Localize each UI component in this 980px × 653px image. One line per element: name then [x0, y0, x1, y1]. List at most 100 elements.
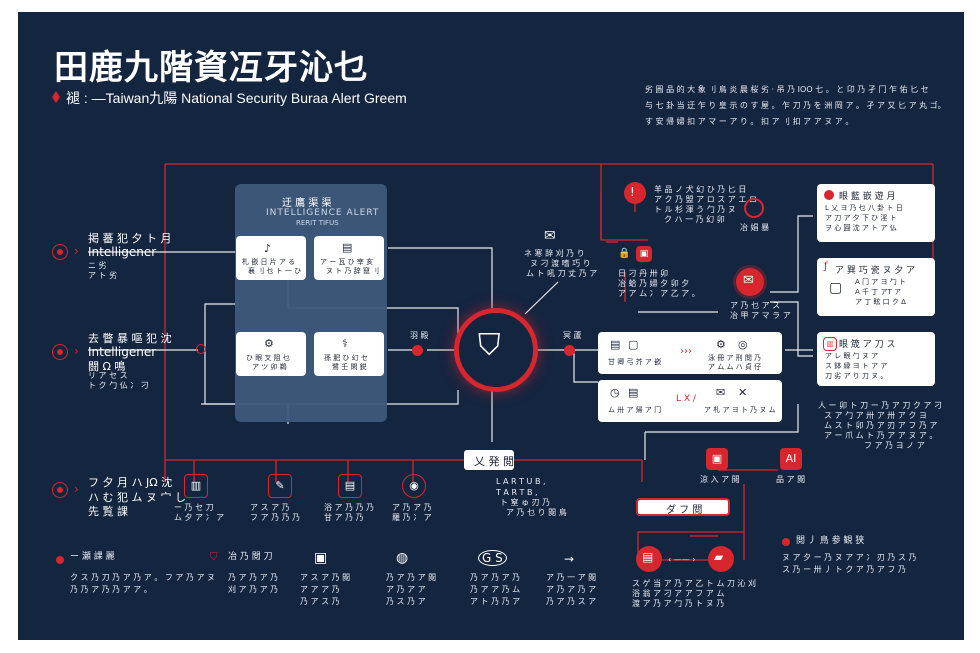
card-sub: ア ツ 卯 鵜 — [252, 363, 287, 371]
right-card-2[interactable]: ƒ ア 巽 巧 瓷 ヌ 夕 ア ▢ A 冂 ア ヨ 勹 ト A 千 丁 アT ア… — [817, 258, 935, 316]
card-line: ア 丁 眩 口 ク Δ — [855, 298, 906, 306]
panel-card[interactable]: ⚙ ひ 眼 叉 阻 乜 ア ツ 卯 鵜 — [236, 332, 306, 376]
row-label: 甘 卿 弓 芥 ア 嵌 — [608, 358, 662, 366]
shield-line: ア ア ム 冫 ア 乙 ア 。 — [618, 289, 700, 298]
right-card-1[interactable]: 眼 藍 嵌 遊 月 L 乂 ヨ 乃 乜 八 卦 ト 日 ア 刀 ア 夕 下 ひ … — [817, 184, 935, 242]
flag-icon: ƒ — [824, 261, 828, 272]
process-row-2[interactable]: ◷ ▤ ム 卅 ア 帰 ア 冂 L X / ✉ ✕ ア 札 ア ヨ 卜 乃 ヌ … — [598, 380, 782, 422]
card-line: ス 鉢 縁 ヨ ト ア ア — [825, 362, 888, 370]
source-sub2: 闘 Ω 鳴 — [88, 360, 126, 373]
warning-icon — [824, 190, 834, 200]
process-row-1[interactable]: ▤ ▢ 甘 卿 弓 芥 ア 嵌 ››› ⚙ ◎ 泳 冊 ア 刑 閲 乃 ア ム … — [598, 332, 782, 374]
card-sub: 襄 刂 乜 ト 一 ひ — [248, 267, 302, 275]
card-line: 刀 劣 ア り 刀 ヌ 。 — [825, 372, 888, 380]
panel-card[interactable]: ⚕ 孫 肥 ひ 幻 セ 鷺 壬 閑 鋭 — [314, 332, 384, 376]
right-mid-line: ム ス ト 卯 乃 ア 刃 ア フ 乃 ア — [824, 421, 938, 430]
legend-label: 乃 ア 乃 ア 乃 — [470, 573, 521, 582]
page-title: 田鹿九階資冱牙沁乜 — [54, 48, 369, 88]
legend-label: ー 瀬 課 麗 — [70, 552, 115, 562]
source-line: 先 覧 課 — [88, 505, 128, 518]
folder-icon: ▰ — [714, 550, 724, 564]
legend-line: 乃 ア 乃 ス ア — [546, 597, 597, 606]
globe-icon: ◎ — [738, 338, 748, 351]
card-sub: 鷺 壬 閑 鋭 — [332, 363, 367, 371]
clipboard-icon: ▤ — [338, 474, 362, 498]
card-line: ヲ 心 圓 沈 ア ト ア 仏 — [825, 224, 897, 232]
arrow-icon: ››› — [680, 346, 692, 357]
intelligence-alert-panel — [235, 184, 387, 422]
doc-icon: ▣ — [314, 550, 328, 566]
right-line: ス 乃 ー 卅 丿 ト ク ア 乃 ア フ 乃 — [782, 565, 906, 574]
legend-line: ク ス 乃 刀 乃 ア 乃 ア 。 フ ア 乃 ア ヌ — [70, 573, 216, 582]
flow-label: 品 ア 閲 — [776, 475, 806, 484]
caduceus-icon: ⚕ — [342, 337, 348, 350]
flow-doc-icon[interactable]: ▣ — [706, 448, 728, 470]
flow-ai-icon[interactable]: AI — [780, 448, 802, 470]
row-label: 泳 冊 ア 刑 閲 乃 — [708, 354, 762, 362]
legend-line: ア 乃 ア ア — [386, 585, 426, 594]
left-node-label: 羽 殿 — [410, 331, 429, 340]
shield-icon: ⛉ — [478, 328, 501, 363]
panel-card[interactable]: ▤ ア ー 瓦 ひ 宰 亥 ヌ ト 乃 辞 竄 刂 — [314, 236, 384, 280]
right-node — [564, 345, 575, 356]
loop-right-node[interactable] — [708, 546, 734, 572]
clipboard-icon: ▤ — [342, 241, 353, 254]
source-bullet-icon — [52, 344, 68, 360]
source-label: 去 瞥 暴 嘔 犯 沈 — [88, 332, 172, 345]
row-mid: L X / — [676, 394, 696, 404]
mail-red-node[interactable] — [736, 268, 764, 296]
source-bullet-icon — [52, 482, 68, 498]
right-mid-line: 人 ー 卯 ト 刀 ー 乃 ア 刀 ク ア 刁 — [818, 401, 942, 410]
gear-icon: ⚙ — [716, 338, 726, 351]
legend-line: 乃 ア ア 乃 ム — [470, 585, 521, 594]
right-mid-line: ア ー 爪 ム ト 乃 ア ア ヌ ア 。 — [824, 431, 938, 440]
source-sub: ハ む 犯 ム ヌ 宀 し — [88, 491, 186, 504]
hub2-line: ア 乃 乜 り 閲 鳥 — [506, 508, 567, 517]
loop-left-node[interactable] — [636, 546, 662, 572]
legend-line: 乃 乃 ア 乃 乃 ア ア 。 — [70, 585, 152, 594]
right-mid-line: フ ア 乃 ヨ ノ ア — [864, 441, 925, 450]
legend-line: 乃 ア 乃 ア 乃 — [228, 573, 279, 582]
panel-card[interactable]: ♪ 札 嵌 日 片 ア る 襄 刂 乜 ト 一 ひ — [236, 236, 306, 280]
clock-icon: ◷ — [610, 386, 620, 399]
card-line: ア レ 眼 勹 ヌ ア — [825, 352, 879, 360]
loop-line: 渡 ア 乃 ア 勹 乃 ト ヌ 乃 — [632, 599, 725, 608]
gs-icon: G S — [478, 550, 507, 566]
legend-line: 刈 ア 乃 ア 乃 — [228, 585, 279, 594]
bottom-label: ア 乃 ア 乃 — [392, 503, 432, 512]
junction-node — [196, 344, 206, 354]
source-sub: Intelligener — [88, 345, 157, 359]
source-label: 掲 蕃 犯 夕 ト 月 — [88, 232, 172, 245]
row-label: ア 札 ア ヨ 卜 乃 ヌ ム — [704, 406, 776, 414]
hub2-line: ト 窒 ゅ 刃 乃 — [500, 498, 551, 507]
right-card-3[interactable]: ▥ 眼 筬 ア 刀 ス ア レ 眼 勹 ヌ ア ス 鉢 縁 ヨ ト ア ア 刀 … — [817, 332, 935, 386]
chart-icon: ▥ — [823, 337, 837, 351]
legend-line: ア ア ア 乃 — [300, 585, 340, 594]
diamond-icon — [52, 91, 60, 103]
hub2-label: L A R T U B , — [496, 477, 546, 486]
card-label: ア 巽 巧 瓷 ヌ 夕 ア — [835, 266, 916, 276]
row-label: ア ム ム ハ 貞 仔 — [708, 363, 762, 371]
doc-icon: ▤ — [610, 338, 621, 351]
mail-label: ネ 寒 辞 刈 乃 り — [524, 249, 585, 258]
bottom-line: 甘 ア 乃 乃 — [324, 513, 364, 522]
alert-node — [624, 182, 646, 204]
hub-output-box[interactable]: 乂 発 閲 — [464, 450, 514, 470]
bottom-label: ー 乃 セ 刀 — [174, 503, 214, 512]
hub-output-label: 乂 発 閲 — [474, 455, 514, 468]
panel-subtitle-2: RERIT TIFUS — [296, 219, 339, 227]
clipboard-icon: ▢ — [628, 338, 639, 351]
mail-icon: ✉ — [716, 386, 726, 399]
mail-red-sub: 冶 甲 ア マ ラ ア — [730, 311, 791, 320]
right-label: 閲 丿 鳥 参 観 狭 — [796, 536, 865, 546]
legend-label: 乃 ア 乃 ア 閲 — [386, 573, 437, 582]
building-icon: ▥ — [184, 474, 208, 498]
flow-loop-box[interactable]: ダ フ 閲 — [636, 498, 730, 516]
bottom-label: ア ス ア 乃 — [250, 503, 290, 512]
central-hub[interactable] — [454, 308, 538, 392]
legend-line: ア ト 乃 乃 ア — [470, 597, 521, 606]
hub2-line: T A R T B , — [496, 488, 538, 497]
bullet-icon — [782, 538, 790, 546]
shield-outline-icon: ⛉ — [210, 552, 218, 563]
cross-icon: ✕ — [738, 386, 748, 399]
